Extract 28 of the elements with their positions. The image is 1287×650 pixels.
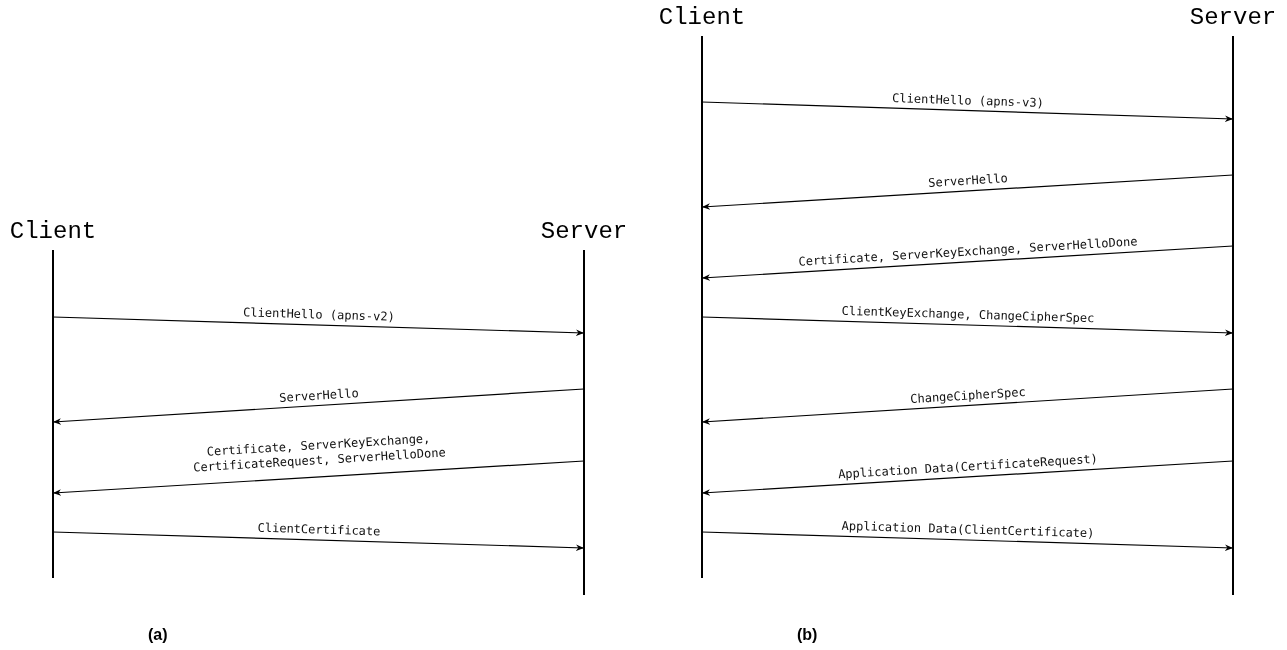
participant-name: Client xyxy=(658,4,746,32)
participant-name: Server xyxy=(1189,4,1277,32)
edge-label: Application Data(CertificateRequest) xyxy=(837,451,1098,483)
message-arrow xyxy=(701,174,1234,210)
edge-label: ServerHello xyxy=(278,385,359,406)
edge-label: Certificate, ServerKeyExchange, ServerHelloDone xyxy=(797,234,1138,270)
message-arrow xyxy=(52,316,585,336)
subfigure-caption: (b) xyxy=(797,626,818,644)
edge-label: Certificate, ServerKeyExchange, CertificateRequest, ServerHelloDone xyxy=(191,430,447,477)
subfigure-caption: (a) xyxy=(148,626,168,644)
message-arrow xyxy=(701,101,1234,122)
message-arrow xyxy=(701,460,1234,496)
message-arrow xyxy=(701,388,1234,425)
message-arrow xyxy=(52,531,585,551)
edge-label: ClientHello (apns-v2) xyxy=(242,305,395,325)
edge-label: ClientKeyExchange, ChangeCipherSpec xyxy=(840,303,1095,327)
edge-label: ServerHello xyxy=(927,171,1008,191)
message-arrow xyxy=(52,388,585,425)
message-arrow xyxy=(701,316,1234,336)
participant-name: Server xyxy=(540,218,628,246)
message-arrow xyxy=(52,460,585,496)
edge-label: Application Data(ClientCertificate) xyxy=(840,518,1095,542)
message-arrow xyxy=(701,531,1234,551)
edge-label: ClientHello (apns-v3) xyxy=(891,90,1044,111)
edge-label: ChangeCipherSpec xyxy=(909,384,1026,407)
message-arrow xyxy=(701,245,1234,281)
edge-label: ClientCertificate xyxy=(256,520,381,540)
participant-name: Client xyxy=(9,218,97,246)
